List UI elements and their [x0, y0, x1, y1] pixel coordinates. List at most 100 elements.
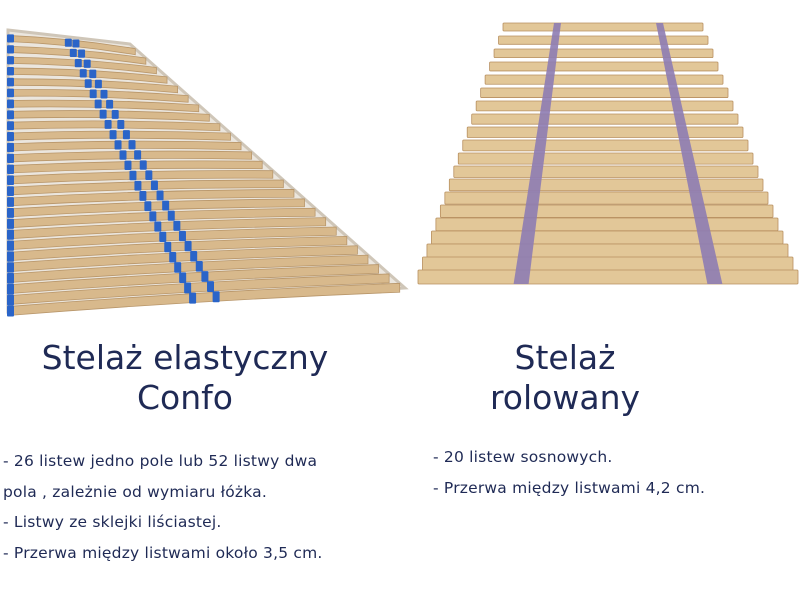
spec-line: - Przerwa między listwami około 3,5 cm. [3, 543, 323, 562]
slat-clip [106, 99, 114, 109]
elastic-frame-illustration [6, 28, 409, 317]
slat [7, 254, 369, 284]
slat-clip [7, 121, 14, 131]
slat [7, 150, 253, 163]
slat-clip [7, 34, 14, 43]
elastic-frame-title: Stelaż elastyczny Confo [0, 338, 370, 417]
slat [7, 130, 231, 141]
slat-clip [173, 220, 181, 231]
slat-clip [7, 56, 14, 65]
slat [7, 56, 157, 75]
slat-clip [7, 99, 14, 109]
slat-clip [145, 170, 153, 180]
slat-clip [124, 160, 132, 171]
slat-clip [7, 153, 14, 164]
spec-line: - 26 listew jedno pole lub 52 listwy dwa [3, 452, 318, 470]
slat-clip [7, 175, 14, 185]
slat-clip [69, 48, 77, 58]
slat-clip [109, 130, 117, 140]
elastic-frame-image [0, 20, 410, 330]
slat-clip [79, 69, 87, 78]
slat [422, 256, 794, 272]
slat-clip [201, 271, 209, 282]
slat [7, 110, 210, 122]
slat-clip [7, 305, 14, 317]
slat-clip [7, 88, 14, 98]
slat-clip [7, 77, 14, 87]
slat-clip [129, 170, 137, 181]
slat [7, 282, 401, 316]
slat-clip [78, 49, 86, 58]
elastic-frame-specs: - 26 listew jedno pole lub 52 listwy dwa… [3, 446, 383, 568]
slat-clip [7, 251, 14, 262]
slat [7, 245, 358, 273]
slat [7, 160, 263, 174]
slat [7, 170, 274, 185]
slat [466, 126, 744, 138]
slat-clip [174, 262, 182, 273]
elastic-frame-title-line1: Stelaż elastyczny [41, 338, 329, 377]
slat-clip [139, 191, 147, 201]
roll-frame-title-line1: Stelaż [514, 338, 616, 377]
slat [475, 100, 734, 112]
slat-clip [179, 272, 187, 284]
slat-clip [150, 180, 158, 191]
strap [656, 23, 723, 284]
slat-clip [7, 186, 14, 196]
slat-clip [134, 180, 142, 191]
slat-clip [100, 89, 108, 99]
roll-frame-image [415, 15, 800, 300]
slat [417, 269, 799, 285]
slat [457, 152, 754, 165]
slat-clip [128, 140, 136, 150]
slat [7, 235, 348, 262]
slat-clip [167, 210, 175, 221]
slat-clip [89, 69, 97, 79]
slat [7, 99, 200, 113]
slat [439, 204, 774, 218]
slat [493, 48, 714, 59]
slat-clip [159, 231, 167, 242]
slat-clip [190, 250, 198, 262]
spec-line: - Przerwa między listwami 4,2 cm. [433, 478, 706, 497]
slat [7, 179, 284, 196]
slat-clip [184, 240, 192, 252]
slat [7, 264, 379, 295]
slat-clip [99, 109, 107, 119]
spec-line: - 20 listew sosnowych. [433, 448, 613, 466]
slat-clip [84, 79, 92, 88]
slat [7, 120, 221, 132]
slat-clip [178, 230, 186, 242]
slat [444, 191, 769, 205]
slat-clip [7, 207, 14, 218]
slat-clip [74, 58, 82, 68]
slat-clip [7, 132, 14, 142]
roll-frame-title: Stelaż rolowany [440, 338, 690, 417]
slat [489, 61, 719, 72]
slat-clip [7, 45, 14, 54]
slat [7, 273, 390, 305]
slat-clip [7, 229, 14, 240]
slat [502, 22, 704, 32]
slat-clip [7, 273, 14, 284]
slat-clip [64, 38, 72, 47]
slat-clip [162, 200, 170, 211]
slat [7, 45, 147, 65]
slat-clip [7, 110, 14, 120]
slat [480, 87, 729, 98]
slat-clip [117, 120, 125, 130]
slat [7, 189, 295, 207]
slat [498, 35, 709, 45]
slat [7, 89, 189, 103]
slat-clip [169, 252, 177, 263]
slat-clip [207, 281, 215, 293]
slat [7, 78, 178, 94]
slat-clip [94, 99, 102, 109]
slat-clip [111, 109, 119, 119]
slat [435, 217, 779, 232]
slat-clip [7, 294, 14, 306]
slat-clip [139, 160, 147, 170]
slat [471, 113, 739, 125]
slat-clip [154, 221, 162, 232]
roll-frame-title-line2: rolowany [489, 377, 641, 417]
